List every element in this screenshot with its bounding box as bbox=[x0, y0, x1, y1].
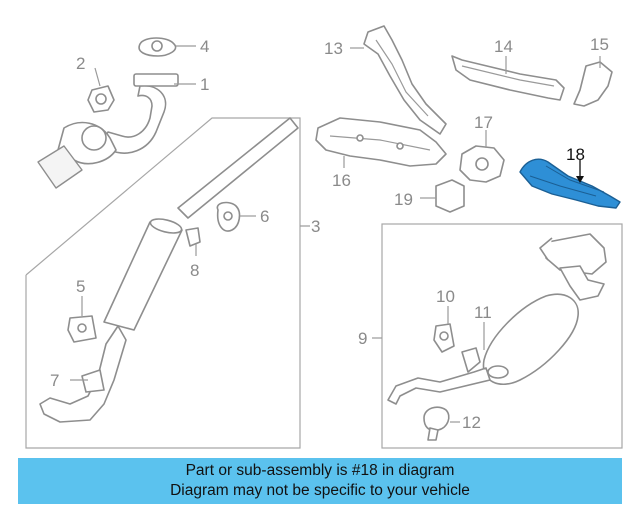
part-19-insulator bbox=[420, 179, 465, 213]
part-16-heat-shield bbox=[315, 117, 447, 168]
part-6-insulator bbox=[216, 201, 256, 232]
part-11-bracket bbox=[461, 322, 485, 373]
callout-6: 6 bbox=[260, 207, 269, 226]
callout-13: 13 bbox=[324, 39, 343, 58]
part-15-bracket bbox=[573, 56, 613, 107]
callout-1: 1 bbox=[200, 75, 209, 94]
callout-17: 17 bbox=[474, 113, 493, 132]
callout-11: 11 bbox=[474, 303, 492, 322]
part-13-heat-shield bbox=[350, 25, 447, 135]
info-banner: Part or sub-assembly is #18 in diagram D… bbox=[18, 458, 622, 504]
callout-15: 15 bbox=[590, 35, 609, 54]
callout-3: 3 bbox=[311, 217, 320, 236]
callout-5: 5 bbox=[76, 277, 85, 296]
banner-line-1: Part or sub-assembly is #18 in diagram bbox=[185, 462, 455, 479]
part-9-rear-muffler bbox=[387, 233, 607, 405]
callout-14: 14 bbox=[494, 37, 513, 56]
part-4-gasket bbox=[138, 37, 196, 57]
group-9-outline bbox=[381, 223, 623, 449]
callout-7: 7 bbox=[50, 371, 59, 390]
part-1-front-pipe bbox=[37, 73, 196, 189]
callout-8: 8 bbox=[190, 261, 199, 280]
part-8-bracket bbox=[185, 227, 201, 256]
callout-12: 12 bbox=[462, 413, 481, 432]
callout-10: 10 bbox=[436, 287, 455, 306]
callout-19: 19 bbox=[394, 190, 413, 209]
part-2-gasket bbox=[87, 67, 115, 113]
part-12-clamp bbox=[423, 406, 460, 441]
part-14-heat-shield bbox=[451, 55, 565, 101]
part-3-intermediate-pipe-muffler bbox=[39, 117, 299, 423]
callout-4: 4 bbox=[200, 37, 209, 56]
group-3-outline bbox=[25, 117, 301, 449]
callout-2: 2 bbox=[76, 54, 85, 73]
callout-16: 16 bbox=[332, 171, 351, 190]
part-5-insulator bbox=[67, 296, 97, 343]
part-10-insulator bbox=[433, 306, 455, 353]
callout-18: 18 bbox=[566, 145, 585, 164]
callout-9: 9 bbox=[358, 329, 367, 348]
part-18-heat-shield-highlighted[interactable] bbox=[519, 158, 621, 209]
banner-line-2: Diagram may not be specific to your vehi… bbox=[170, 482, 470, 499]
part-17-hanger bbox=[459, 130, 505, 183]
